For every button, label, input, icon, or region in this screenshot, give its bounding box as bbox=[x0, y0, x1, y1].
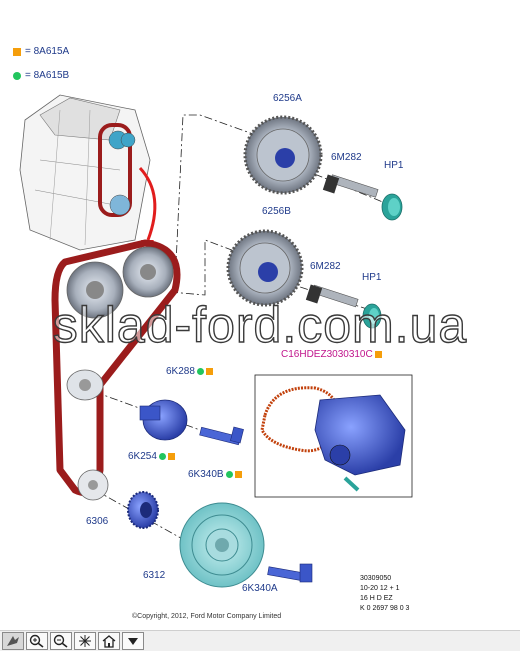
part-label-HP1-upper[interactable]: HP1 bbox=[384, 160, 404, 171]
tensioner-6K254-part bbox=[66, 369, 188, 441]
bolt-6M282-lower-part bbox=[305, 284, 359, 308]
reset-view-button[interactable] bbox=[74, 632, 96, 650]
zoom-out-icon bbox=[53, 634, 68, 648]
legend-text: = 8A615B bbox=[25, 70, 70, 81]
select-tool-button[interactable] bbox=[2, 632, 24, 650]
copyright-notice: ©Copyright, 2012, Ford Motor Company Lim… bbox=[132, 613, 282, 620]
code-line: 16 H D EZ bbox=[360, 595, 393, 602]
home-button[interactable] bbox=[98, 632, 120, 650]
orange-square-marker bbox=[205, 368, 213, 375]
zoom-in-button[interactable] bbox=[26, 632, 48, 650]
part-code: 6K288 bbox=[166, 366, 195, 377]
orange-square-marker bbox=[167, 453, 175, 460]
part-label-6K288[interactable]: 6K288 bbox=[166, 366, 213, 377]
part-label-6K340A[interactable]: 6K340A bbox=[242, 583, 278, 594]
green-dot-marker bbox=[158, 453, 166, 460]
zoom-out-button[interactable] bbox=[50, 632, 72, 650]
dropdown-arrow-icon bbox=[128, 638, 138, 645]
code-line: 10-20 12 + 1 bbox=[360, 585, 400, 592]
zoom-in-icon bbox=[29, 634, 44, 648]
crank-sprocket-6306-part bbox=[127, 491, 159, 529]
part-label-6K340B[interactable]: 6K340B bbox=[188, 469, 242, 480]
green-dot-marker bbox=[196, 368, 204, 375]
code-line: 30309050 bbox=[360, 575, 392, 582]
camshaft-gear-6256A-part bbox=[243, 115, 323, 195]
orange-square-marker bbox=[374, 351, 382, 358]
part-label-6256A[interactable]: 6256A bbox=[273, 93, 302, 104]
orange-square-marker bbox=[234, 471, 242, 478]
legend-text: = 8A615A bbox=[25, 46, 70, 57]
viewer-toolbar bbox=[0, 630, 520, 651]
part-label-6306[interactable]: 6306 bbox=[86, 516, 109, 527]
select-icon bbox=[7, 636, 19, 646]
diagram-code-block: 30309050 10-20 12 + 1 16 H D EZ K 0 2697… bbox=[360, 574, 409, 614]
part-code: 6K340B bbox=[188, 469, 224, 480]
legend-item-8A615A: = 8A615A bbox=[13, 46, 69, 57]
part-label-6256B[interactable]: 6256B bbox=[262, 206, 291, 217]
part-label-6M282-upper[interactable]: 6M282 bbox=[331, 152, 362, 163]
home-icon bbox=[102, 635, 116, 648]
green-dot-marker bbox=[225, 471, 233, 478]
crank-pulley-on-belt bbox=[77, 469, 109, 501]
cam-pulleys-on-belt bbox=[66, 246, 174, 319]
code-line: K 0 2697 98 0 3 bbox=[360, 605, 410, 612]
part-label-HP1-lower[interactable]: HP1 bbox=[362, 272, 382, 283]
plug-HP1-lower-part bbox=[362, 303, 382, 329]
reset-view-icon bbox=[79, 635, 91, 647]
part-label-6M282-lower[interactable]: 6M282 bbox=[310, 261, 341, 272]
part-label-6K254[interactable]: 6K254 bbox=[128, 451, 175, 462]
engine-illustration bbox=[19, 94, 157, 251]
bolt-6M282-upper-part bbox=[322, 174, 379, 198]
watermark: sklad-ford.com.ua bbox=[52, 296, 468, 353]
camshaft-gear-6256B-part bbox=[226, 229, 304, 307]
plug-HP1-upper-part bbox=[381, 193, 403, 221]
orange-square-marker bbox=[13, 47, 21, 56]
part-code: 6K254 bbox=[128, 451, 157, 462]
dropdown-button[interactable] bbox=[122, 632, 144, 650]
legend-item-8A615B: = 8A615B bbox=[13, 70, 69, 81]
part-label-6312[interactable]: 6312 bbox=[143, 570, 166, 581]
bolt-6K340A-part bbox=[267, 563, 313, 583]
bolt-6K340B-part bbox=[199, 426, 244, 446]
kit-code: C16HDEZ3030310C bbox=[281, 349, 373, 360]
idler-pulley-6312-part bbox=[179, 502, 265, 588]
part-label-kit[interactable]: C16HDEZ3030310C bbox=[281, 349, 382, 360]
exploded-parts-diagram bbox=[19, 94, 413, 588]
water-pump-kit-box bbox=[254, 374, 413, 498]
green-dot-marker bbox=[13, 71, 21, 80]
